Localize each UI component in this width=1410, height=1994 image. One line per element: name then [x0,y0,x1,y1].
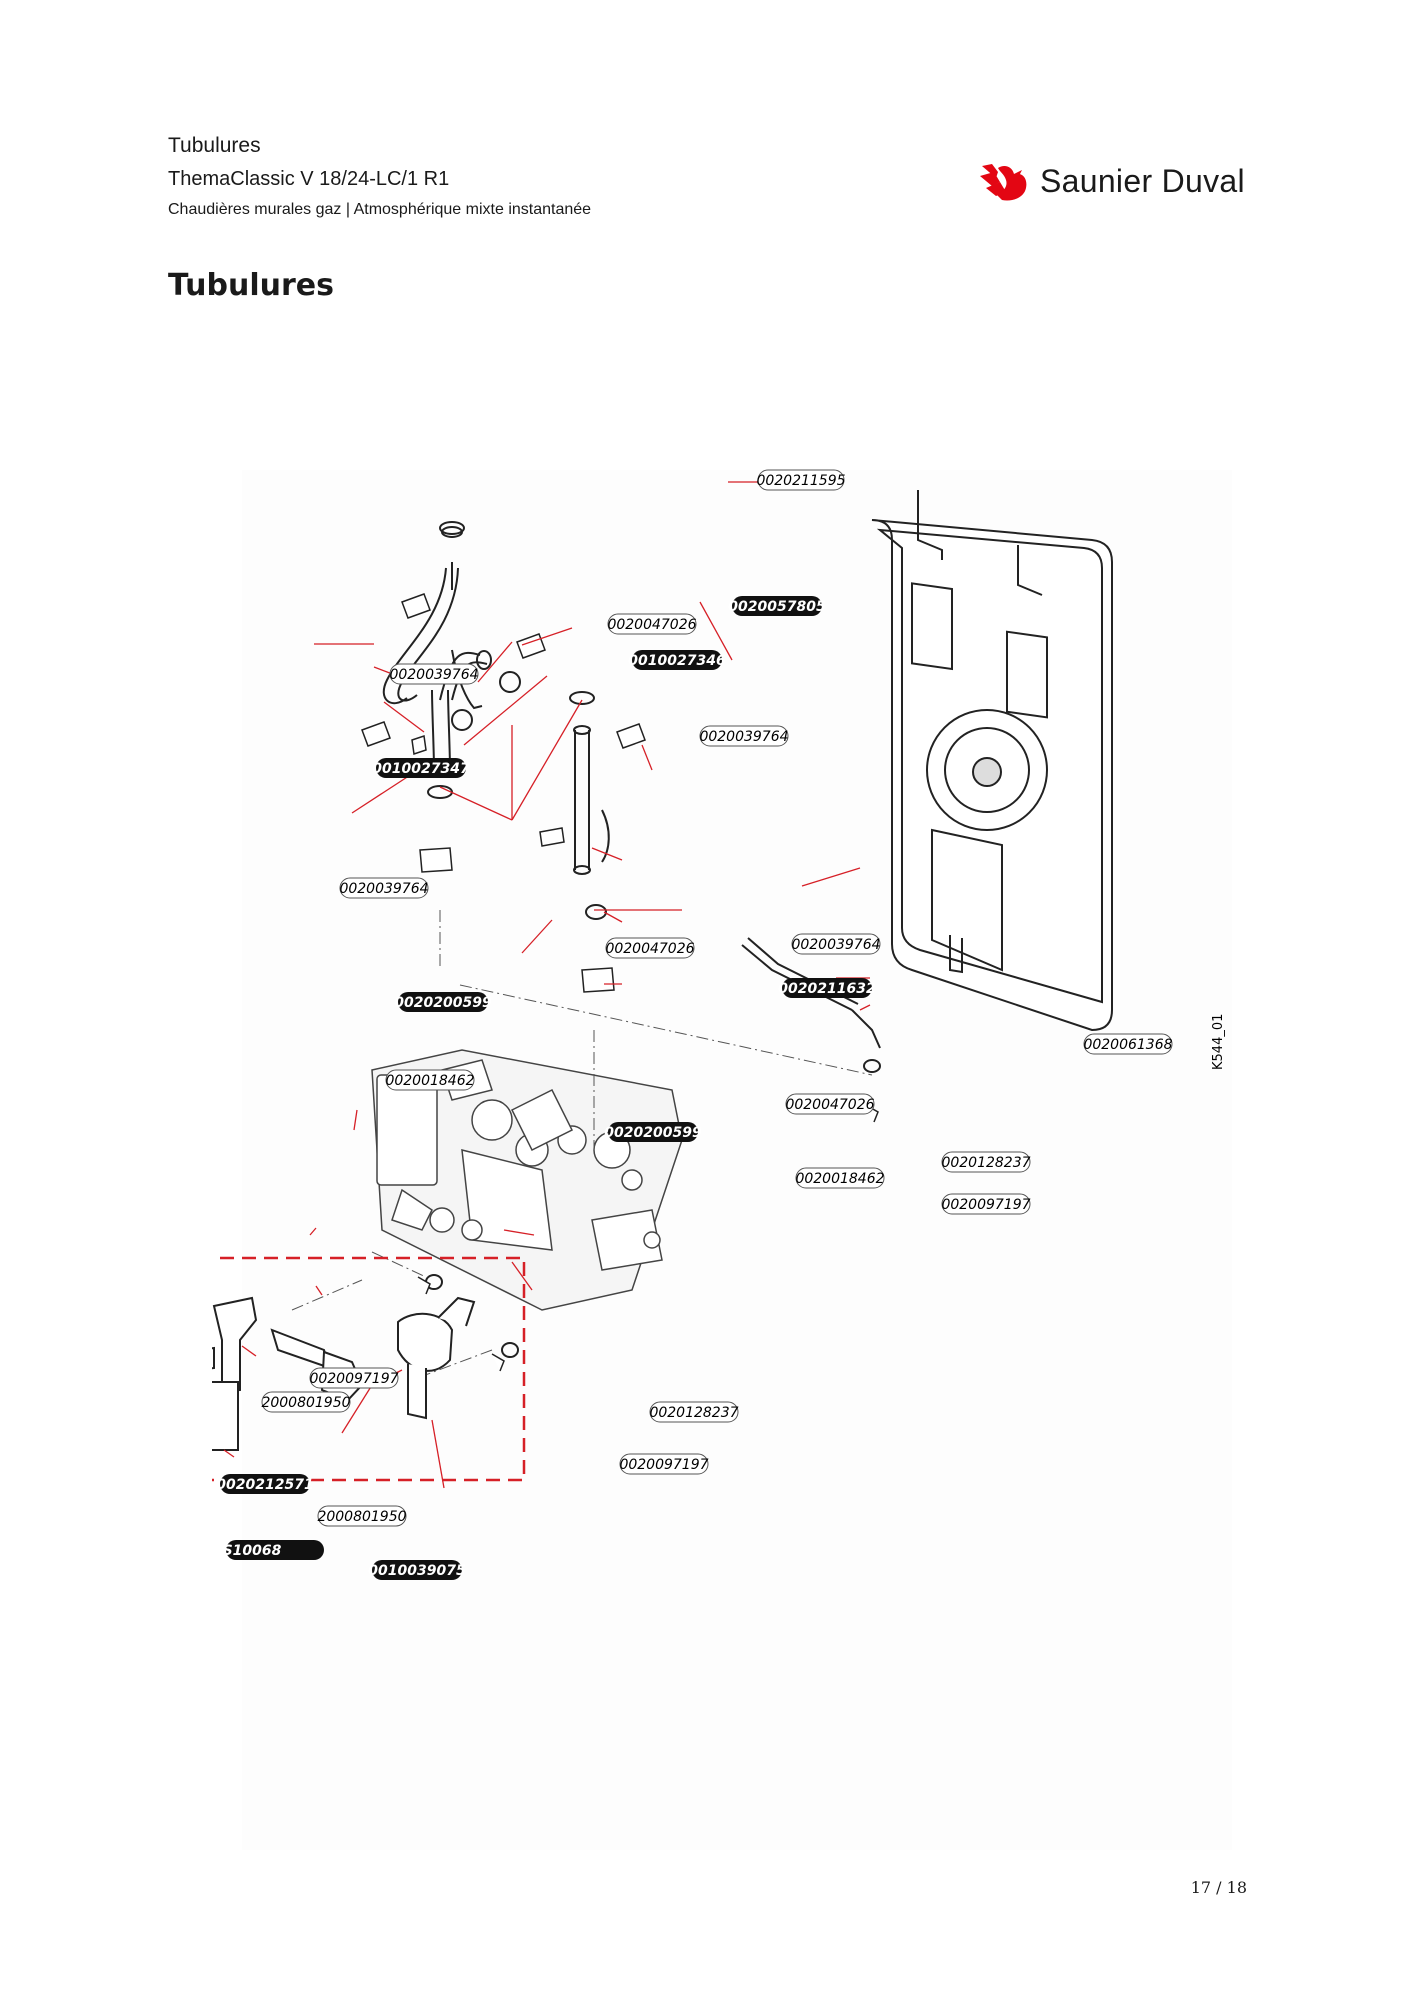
label-S10068: S10068 [223,1540,324,1560]
label-2000801950-b: 2000801950 [317,1505,407,1527]
label-0020018462-a: 0020018462 [385,1069,475,1091]
label-0020047026-c: 0020047026 [785,1093,875,1115]
page-number: 17 / 18 [1190,1878,1247,1897]
lower-assembly-drawing [212,1296,476,1451]
header-category: Chaudières murales gaz | Atmosphérique m… [168,201,592,218]
brand-name: Saunier Duval [1040,162,1245,199]
label-0020200599-b: 0020200599 [604,1122,702,1142]
part-ref: 0020039764 [389,667,478,683]
label-0020097197-a: 0020097197 [941,1193,1031,1215]
part-ref: 0020128237 [941,1155,1030,1171]
part-ref: 0010027346 [628,653,726,669]
part-ref: 0020200599 [604,1125,702,1141]
label-0020047026-a: 0020047026 [607,613,697,635]
label-0020039764-d: 0020039764 [791,933,881,955]
clip-drawings [361,593,879,1372]
part-ref: 0020212571 [216,1477,313,1493]
label-0020047026-b: 0020047026 [605,937,695,959]
part-ref: 0010027347 [372,761,470,777]
part-ref: 0020039764 [339,881,428,897]
header-section: Tubulures [168,134,261,157]
part-ref: S10068 [223,1543,282,1559]
document-header: Tubulures ThemaClassic V 18/24-LC/1 R1 C… [168,134,591,219]
label-0020211595: 0020211595 [756,469,846,491]
label-0020128237-a: 0020128237 [941,1151,1031,1173]
part-ref: 0020047026 [607,617,696,633]
label-0010027346: 0010027346 [628,650,726,670]
hydraulic-block-drawing [371,1049,683,1311]
leader-lines [223,481,871,1489]
label-0020039764-a: 0020039764 [389,663,479,685]
expansion-vessel-drawing [871,490,1113,1032]
part-ref: 0020018462 [385,1073,474,1089]
part-ref: 0020097197 [941,1197,1030,1213]
exploded-parts-diagram: 0020211595 0020057805 0020047026 0010027… [212,469,1232,1850]
label-0020018462-b: 0020018462 [795,1167,885,1189]
part-ref: 0020039764 [791,937,880,953]
bird-logo-icon [980,164,1027,201]
label-0010039075: 0010039075 [368,1560,466,1580]
part-ref: 0020097197 [309,1371,398,1387]
label-0020039764-b: 0020039764 [699,725,789,747]
part-ref: 2000801950 [317,1509,406,1525]
part-ref: 0020128237 [649,1405,738,1421]
label-0020057805: 0020057805 [728,596,826,616]
part-ref: 0020211595 [756,473,845,489]
part-ref: 0020057805 [728,599,826,615]
part-ref: 0020097197 [619,1457,708,1473]
part-labels: 0020211595 0020057805 0020047026 0010027… [216,469,1173,1580]
header-model: ThemaClassic V 18/24-LC/1 R1 [168,168,450,190]
label-0010027347: 0010027347 [372,758,470,778]
brand-logo: Saunier Duval [978,158,1245,204]
part-ref: 0020039764 [699,729,788,745]
part-ref: 0020200599 [394,995,492,1011]
part-ref: 2000801950 [261,1395,350,1411]
label-0020061368: 0020061368 [1083,1033,1173,1055]
label-0020211632: 0020211632 [778,978,876,998]
part-ref: 0020018462 [795,1171,884,1187]
label-0020212571: 0020212571 [216,1474,314,1494]
label-0020097197-c: 0020097197 [619,1453,709,1475]
label-2000801950-a: 2000801950 [261,1391,351,1413]
figure-code: K544_01 [1211,1014,1226,1070]
label-0020128237-b: 0020128237 [649,1401,739,1423]
part-ref: 0010039075 [368,1563,466,1579]
part-ref: 0020061368 [1083,1037,1172,1053]
label-0020097197-b: 0020097197 [309,1367,399,1389]
label-0020039764-c: 0020039764 [339,877,429,899]
label-0020200599-a: 0020200599 [394,992,492,1012]
part-ref: 0020211632 [778,981,875,997]
page-title: Tubulures [168,268,334,303]
part-ref: 0020047026 [605,941,694,957]
part-ref: 0020047026 [785,1097,874,1113]
